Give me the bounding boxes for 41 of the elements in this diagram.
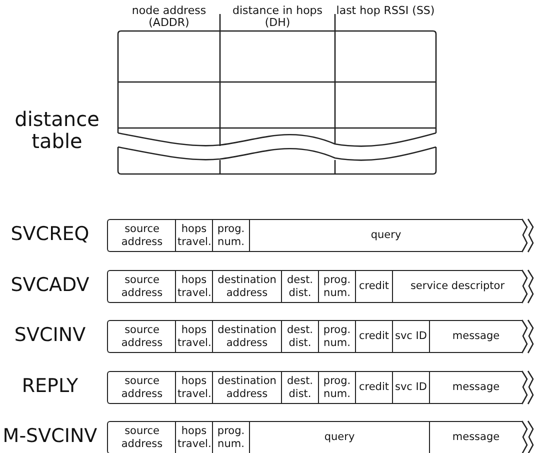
packet-field: hops travel. bbox=[175, 321, 212, 352]
packet-field: hops travel. bbox=[175, 422, 212, 453]
packet-field: source address bbox=[108, 321, 176, 352]
packet-field: source address bbox=[108, 422, 176, 453]
packet-type-label: SVCREQ bbox=[10, 223, 90, 245]
packet-type-label: M-SVCINV bbox=[2, 425, 98, 447]
packet-field: credit bbox=[355, 321, 392, 352]
packet-field: dest. dist. bbox=[281, 321, 318, 352]
packet-field: prog. num. bbox=[212, 422, 249, 453]
packet-type-label: SVCADV bbox=[10, 274, 90, 296]
column-header: last hop RSSI (SS) bbox=[335, 5, 436, 17]
packet-field: dest. dist. bbox=[281, 372, 318, 403]
packet-field: service descriptor bbox=[392, 271, 522, 302]
packet-type-label: REPLY bbox=[20, 375, 80, 397]
packet-field: message bbox=[429, 321, 522, 352]
packet-field: hops travel. bbox=[175, 220, 212, 251]
packet-field: credit bbox=[355, 271, 392, 302]
packet-field: prog. num. bbox=[318, 271, 355, 302]
packet-field: destination address bbox=[212, 372, 281, 403]
packet-field: destination address bbox=[212, 321, 281, 352]
packet-field: source address bbox=[108, 372, 176, 403]
packet-field: dest. dist. bbox=[281, 271, 318, 302]
packet-field: query bbox=[249, 422, 429, 453]
packet-field: source address bbox=[108, 220, 176, 251]
packet-field: hops travel. bbox=[175, 271, 212, 302]
packet-type-label: SVCINV bbox=[13, 324, 87, 346]
packet-field: message bbox=[429, 422, 522, 453]
packet-field: prog. num. bbox=[318, 321, 355, 352]
packet-field: prog. num. bbox=[212, 220, 249, 251]
packet-field: message bbox=[429, 372, 522, 403]
packet-field: credit bbox=[355, 372, 392, 403]
packet-field: destination address bbox=[212, 271, 281, 302]
packet-field: hops travel. bbox=[175, 372, 212, 403]
packet-field: prog. num. bbox=[318, 372, 355, 403]
packet-field: query bbox=[249, 220, 522, 251]
packet-field: svc ID bbox=[392, 372, 429, 403]
packet-field: source address bbox=[108, 271, 176, 302]
column-header: distance in hops (DH) bbox=[231, 5, 324, 29]
packet-field: svc ID bbox=[392, 321, 429, 352]
table-title: distance table bbox=[14, 108, 100, 152]
column-header: node address (ADDR) bbox=[130, 5, 208, 29]
